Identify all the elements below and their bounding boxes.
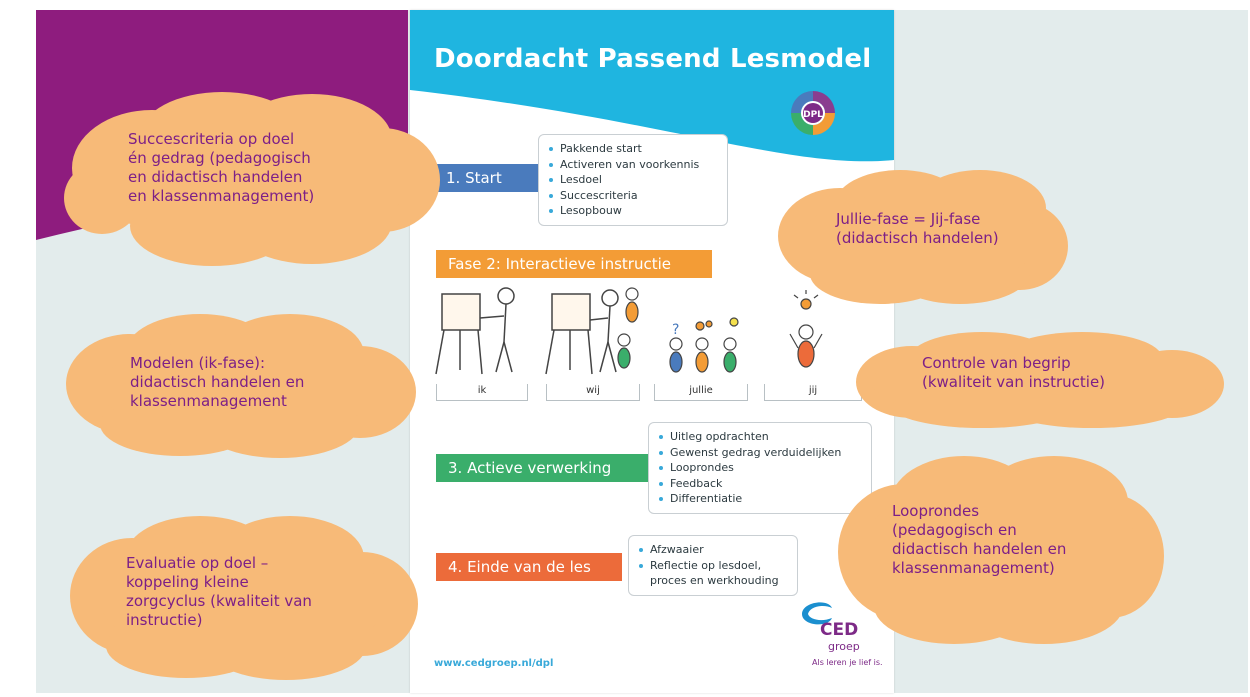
- cloud-shape: [64, 92, 440, 266]
- phase-start-label: 1. Start: [434, 164, 542, 192]
- teacher-ik-illustration: [435, 287, 515, 375]
- dpl-logo-text: DPL: [803, 110, 823, 120]
- instruction-illustrations: ?: [435, 287, 823, 375]
- phase-start-list: Pakkende start Activeren van voorkennis …: [538, 134, 728, 226]
- cloud-jullie-fase: Jullie-fase = Jij-fase (didactisch hande…: [770, 166, 1070, 306]
- student-figure-orange: [625, 287, 639, 323]
- poster-url: www.cedgroep.nl/dpl: [434, 658, 554, 669]
- cloud-modelen: Modelen (ik-fase): didactisch handelen e…: [60, 310, 420, 460]
- cloud-evaluatie: Evaluatie op doel – koppeling kleine zor…: [66, 512, 422, 682]
- phase-verwerking-list: Uitleg opdrachten Gewenst gedrag verduid…: [648, 422, 872, 514]
- cloud-text: Looprondes (pedagogisch en didactisch ha…: [892, 502, 1067, 577]
- cloud-text: Controle van begrip (kwaliteit van instr…: [922, 354, 1106, 391]
- list-item: Differentiatie: [657, 491, 861, 507]
- column-label-jij: jij: [764, 384, 862, 401]
- poster-title: Doordacht Passend Lesmodel: [434, 44, 872, 74]
- cloud-looprondes: Looprondes (pedagogisch en didactisch ha…: [834, 452, 1166, 648]
- column-label-wij: wij: [546, 384, 640, 401]
- list-item: Gewenst gedrag verduidelijken: [657, 445, 861, 461]
- column-label-ik: ik: [436, 384, 528, 401]
- student-jij-illustration: [789, 290, 823, 368]
- cloud-shape: [66, 314, 416, 458]
- list-item: Pakkende start: [547, 141, 717, 157]
- cloud-text: Evaluatie op doel – koppeling kleine zor…: [126, 554, 312, 629]
- list-item: Reflectie op lesdoel, proces en werkhoud…: [637, 558, 787, 589]
- list-item: Feedback: [657, 476, 861, 492]
- list-item: Activeren van voorkennis: [547, 157, 717, 173]
- cloud-succescriteria: Succescriteria op doel én gedrag (pedago…: [62, 88, 442, 268]
- list-item: Uitleg opdrachten: [657, 429, 861, 445]
- ced-groep-logo: CED groep Als leren je lief is.: [786, 598, 886, 668]
- poster-header-band: [410, 10, 894, 162]
- teacher-wij-illustration: [545, 289, 619, 375]
- cloud-shape: [70, 516, 418, 680]
- column-label-jullie: jullie: [654, 384, 748, 401]
- phase-instructie-label: Fase 2: Interactieve instructie: [436, 250, 712, 278]
- ced-tagline: Als leren je lief is.: [812, 658, 883, 667]
- dpl-logo: DPL: [788, 88, 838, 138]
- phase-verwerking-label: 3. Actieve verwerking: [436, 454, 650, 482]
- list-item: Succescriteria: [547, 188, 717, 204]
- list-item: Lesopbouw: [547, 203, 717, 219]
- students-jullie-illustration: ?: [669, 317, 739, 373]
- ced-swoosh-icon: [802, 602, 832, 625]
- svg-text:?: ?: [672, 322, 679, 338]
- cloud-shape: [856, 332, 1224, 428]
- student-figure-green: [617, 333, 631, 369]
- cloud-controle: Controle van begrip (kwaliteit van instr…: [852, 330, 1228, 430]
- cloud-shape: [778, 170, 1068, 304]
- list-item: Looprondes: [657, 460, 861, 476]
- ced-brand-sub: groep: [828, 640, 860, 653]
- cloud-shape: [838, 456, 1164, 644]
- list-item: Afzwaaier: [637, 542, 787, 558]
- phase-einde-label: 4. Einde van de les: [436, 553, 622, 581]
- cloud-text: Modelen (ik-fase): didactisch handelen e…: [130, 354, 305, 410]
- phase-einde-list: Afzwaaier Reflectie op lesdoel, proces e…: [628, 535, 798, 596]
- lesmodel-poster: Doordacht Passend Lesmodel DPL 1. Start …: [410, 10, 894, 693]
- ced-brand-name: CED: [820, 620, 859, 640]
- cloud-text: Jullie-fase = Jij-fase (didactisch hande…: [836, 210, 999, 247]
- list-item: Lesdoel: [547, 172, 717, 188]
- cloud-text: Succescriteria op doel én gedrag (pedago…: [128, 130, 315, 205]
